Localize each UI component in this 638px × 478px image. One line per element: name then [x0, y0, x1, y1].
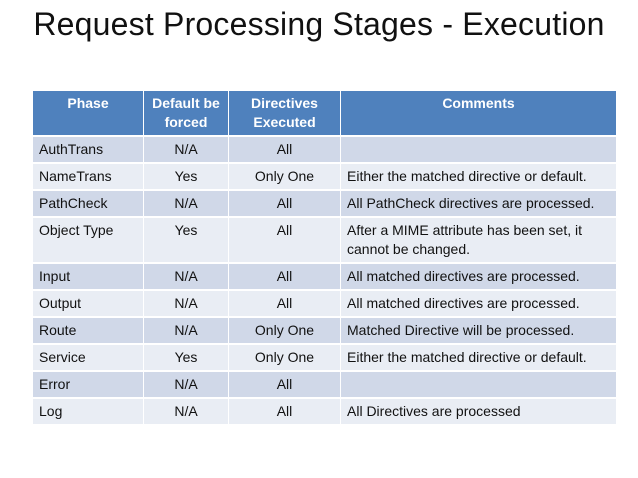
cell-comments: Either the matched directive or default. — [340, 343, 617, 372]
table-row: Object Type Yes All After a MIME attribu… — [32, 216, 617, 264]
cell-forced: N/A — [143, 135, 229, 164]
table-row: NameTrans Yes Only One Either the matche… — [32, 162, 617, 191]
cell-phase: Output — [32, 289, 144, 318]
header-default-be-forced: Default be forced — [143, 90, 229, 137]
table-row: Log N/A All All Directives are processed — [32, 397, 617, 425]
cell-executed: All — [228, 262, 341, 291]
cell-comments — [340, 370, 617, 399]
header-directives-executed: Directives Executed — [228, 90, 341, 137]
table-row: Service Yes Only One Either the matched … — [32, 343, 617, 372]
cell-phase: AuthTrans — [32, 135, 144, 164]
cell-executed: Only One — [228, 316, 341, 345]
table-header-row: Phase Default be forced Directives Execu… — [32, 90, 617, 137]
cell-phase: PathCheck — [32, 189, 144, 218]
cell-executed: Only One — [228, 162, 341, 191]
table-row: PathCheck N/A All All PathCheck directiv… — [32, 189, 617, 218]
cell-forced: N/A — [143, 289, 229, 318]
cell-forced: Yes — [143, 162, 229, 191]
cell-forced: N/A — [143, 316, 229, 345]
header-comments: Comments — [340, 90, 617, 137]
cell-phase: Error — [32, 370, 144, 399]
cell-phase: Object Type — [32, 216, 144, 264]
cell-forced: N/A — [143, 262, 229, 291]
cell-forced: N/A — [143, 189, 229, 218]
cell-executed: All — [228, 397, 341, 425]
cell-executed: All — [228, 189, 341, 218]
cell-forced: Yes — [143, 343, 229, 372]
cell-phase: Input — [32, 262, 144, 291]
table-row: AuthTrans N/A All — [32, 135, 617, 164]
cell-comments — [340, 135, 617, 164]
cell-comments: All PathCheck directives are processed. — [340, 189, 617, 218]
cell-comments: After a MIME attribute has been set, it … — [340, 216, 617, 264]
cell-phase: Service — [32, 343, 144, 372]
cell-forced: N/A — [143, 370, 229, 399]
cell-comments: All matched directives are processed. — [340, 262, 617, 291]
table-row: Input N/A All All matched directives are… — [32, 262, 617, 291]
table-row: Route N/A Only One Matched Directive wil… — [32, 316, 617, 345]
cell-comments: Matched Directive will be processed. — [340, 316, 617, 345]
cell-comments: Either the matched directive or default. — [340, 162, 617, 191]
cell-phase: Log — [32, 397, 144, 425]
table-row: Error N/A All — [32, 370, 617, 399]
header-phase: Phase — [32, 90, 144, 137]
cell-executed: All — [228, 289, 341, 318]
cell-forced: Yes — [143, 216, 229, 264]
cell-executed: Only One — [228, 343, 341, 372]
table-row: Output N/A All All matched directives ar… — [32, 289, 617, 318]
slide-title: Request Processing Stages - Execution — [33, 6, 605, 42]
cell-comments: All matched directives are processed. — [340, 289, 617, 318]
cell-phase: Route — [32, 316, 144, 345]
cell-executed: All — [228, 216, 341, 264]
cell-executed: All — [228, 135, 341, 164]
cell-forced: N/A — [143, 397, 229, 425]
cell-executed: All — [228, 370, 341, 399]
processing-stages-table: Phase Default be forced Directives Execu… — [32, 90, 617, 425]
cell-comments: All Directives are processed — [340, 397, 617, 425]
cell-phase: NameTrans — [32, 162, 144, 191]
